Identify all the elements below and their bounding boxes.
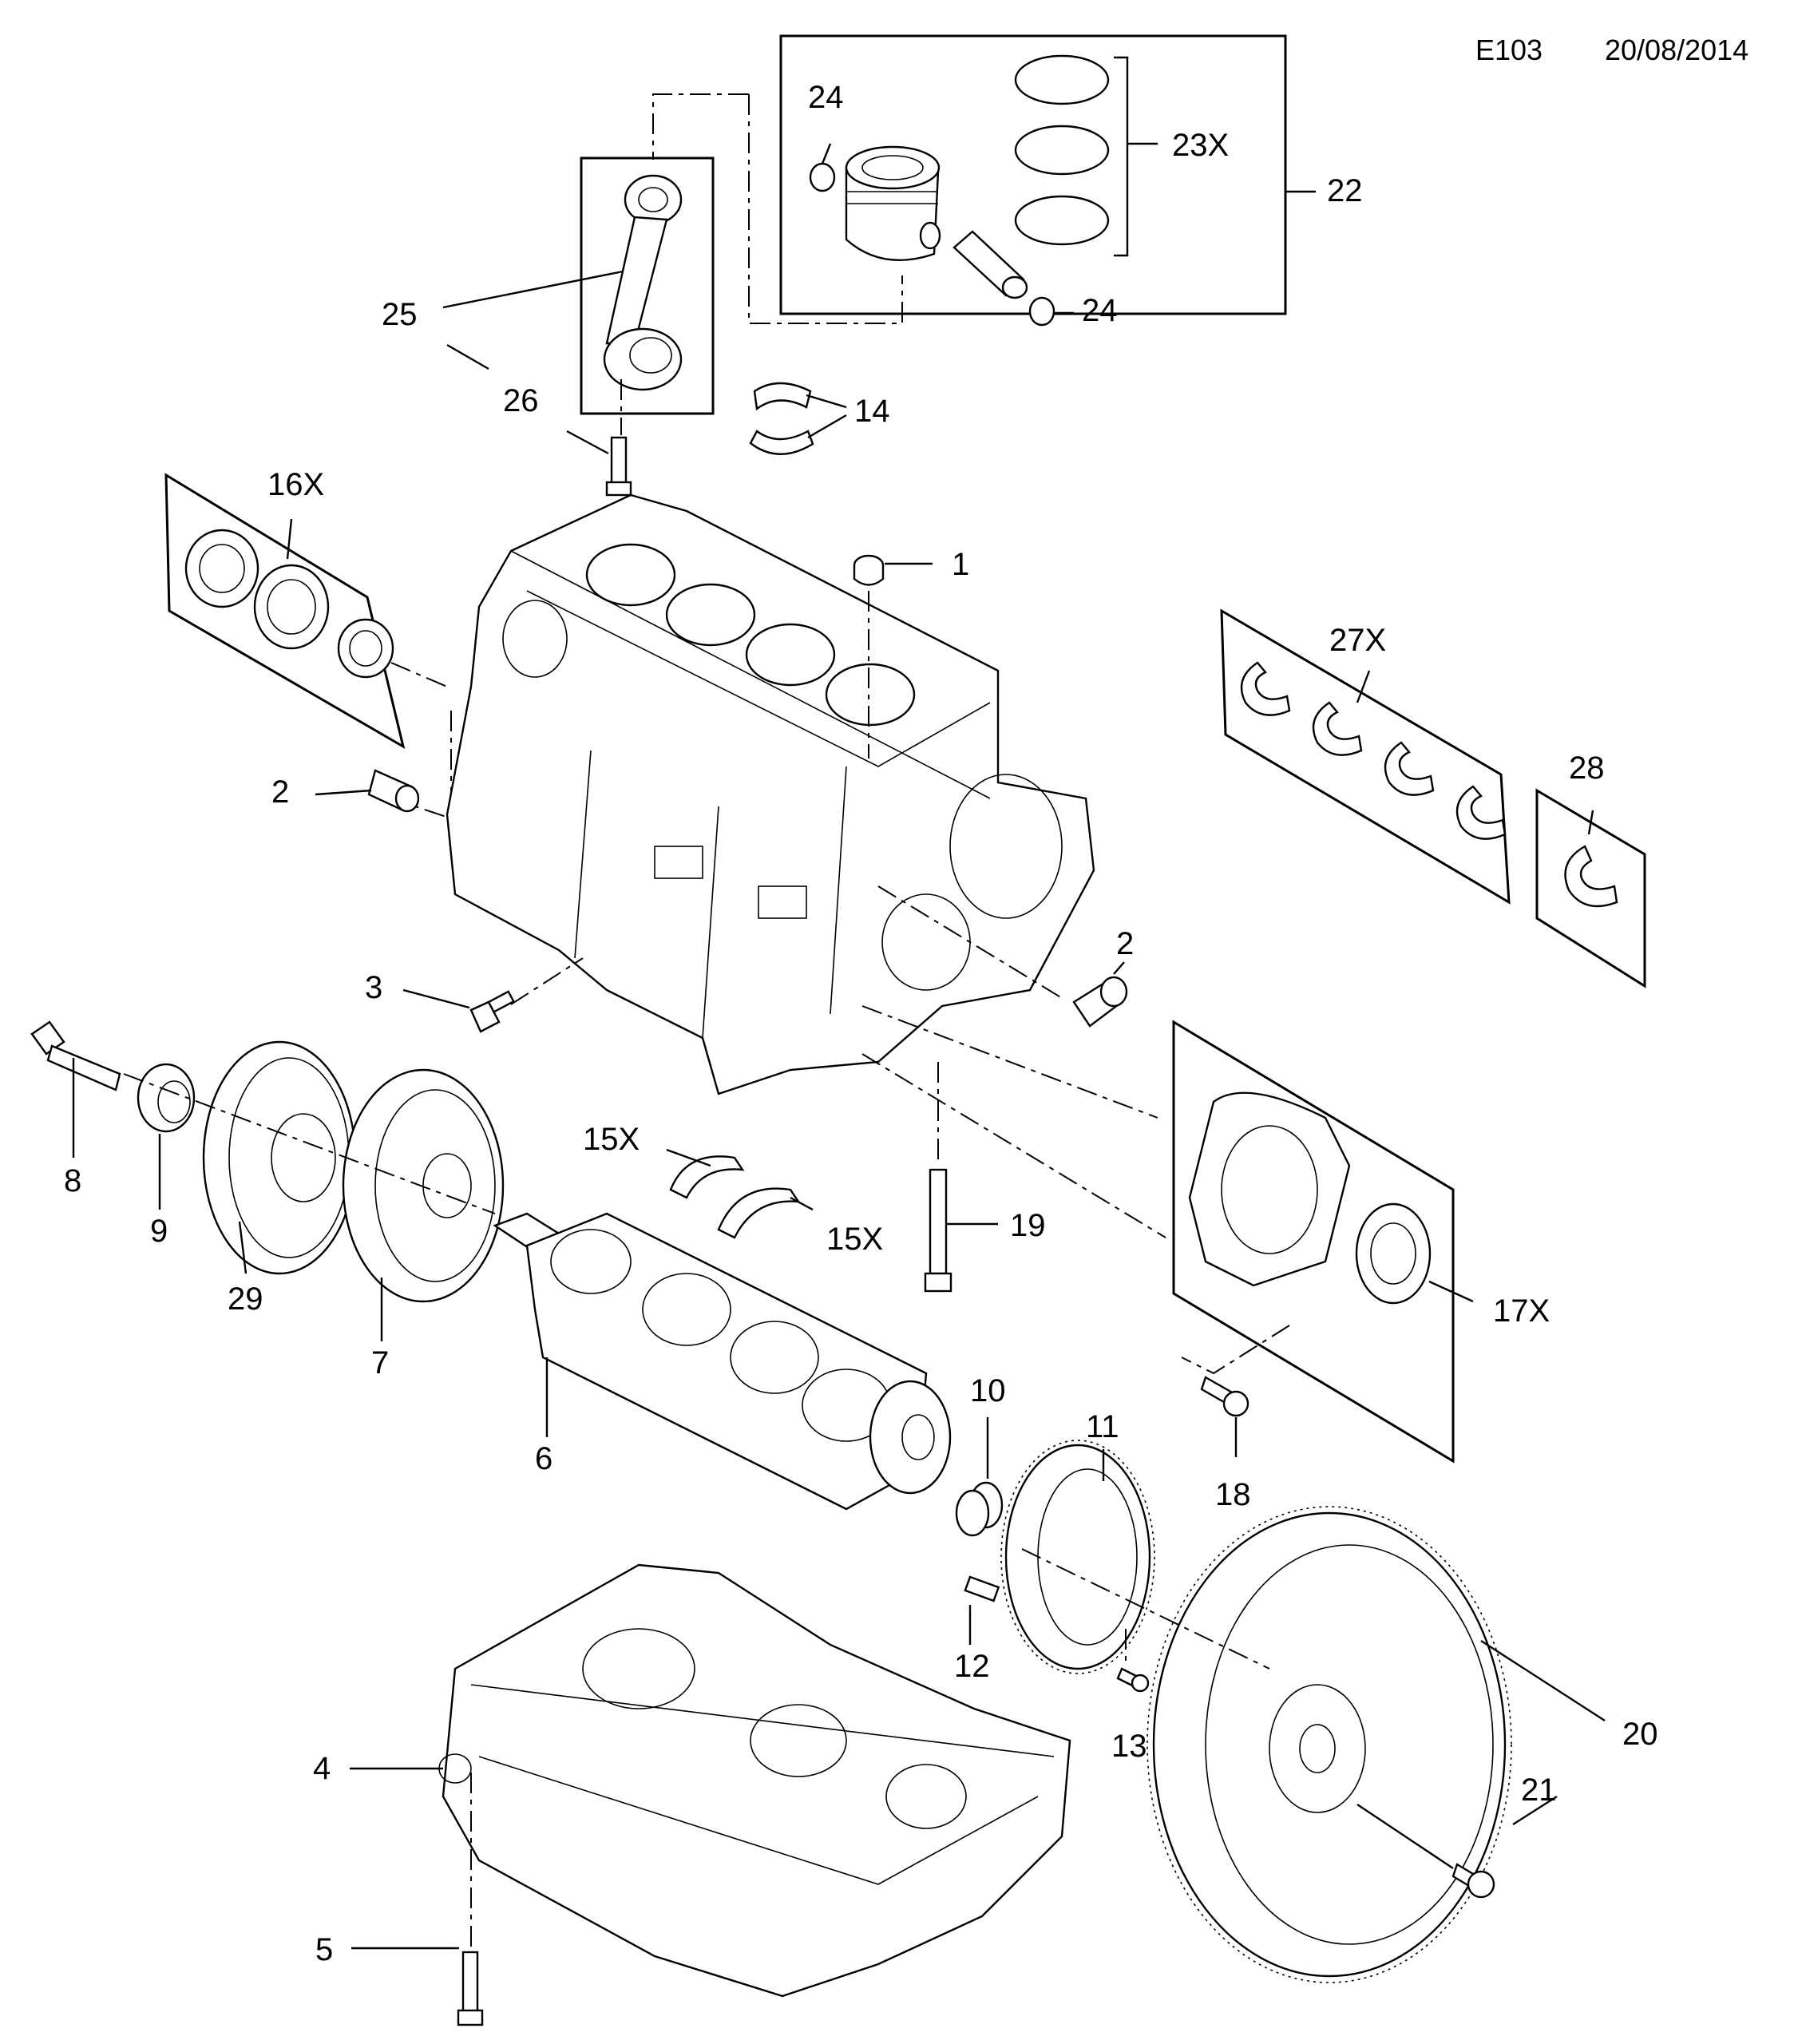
rear-seal-frame — [1172, 1020, 1455, 1464]
reluctor-ring — [1000, 1440, 1155, 1674]
callout-9: 9 — [150, 1214, 168, 1249]
diagram-code: E103 — [1475, 34, 1543, 66]
dowel-right — [1072, 976, 1128, 1028]
conrod-bolt — [605, 436, 632, 497]
cylinder-block — [446, 493, 1095, 1095]
callout-12: 12 — [954, 1649, 990, 1684]
circlip-upper — [809, 162, 836, 192]
circlip-lower — [1028, 296, 1055, 327]
callout-16x: 16X — [267, 467, 324, 502]
callout-21: 21 — [1521, 1773, 1557, 1808]
main-bearing-bolt — [924, 1168, 952, 1293]
piston-ring-3 — [1014, 195, 1110, 246]
thrust-bearing-group — [1535, 788, 1646, 988]
sump-bolt — [457, 1951, 484, 2026]
vibration-damper — [342, 1068, 505, 1303]
block-plug-bolt — [469, 990, 515, 1033]
flywheel-dowel — [964, 1575, 1000, 1602]
callout-2-left: 2 — [271, 774, 289, 810]
piston — [845, 145, 941, 261]
callout-1: 1 — [952, 547, 969, 582]
callout-15x-upper: 15X — [583, 1122, 640, 1157]
callout-3: 3 — [365, 970, 382, 1005]
callout-8: 8 — [64, 1163, 81, 1198]
dowel-left — [367, 769, 420, 813]
callout-24-upper: 24 — [808, 80, 844, 115]
callout-labels: 1 2 2 3 4 5 6 7 8 9 10 11 12 13 14 15X 1… — [64, 80, 1658, 1967]
callout-22: 22 — [1327, 173, 1363, 208]
front-seal-frame — [164, 473, 406, 750]
rear-seal-housing — [1188, 1091, 1351, 1287]
front-oil-pump-ring — [184, 529, 259, 608]
callout-14: 14 — [854, 394, 890, 429]
callout-18: 18 — [1215, 1477, 1251, 1512]
piston-ring-1 — [1014, 54, 1110, 105]
thrust-washers — [666, 1148, 814, 1239]
callout-4: 4 — [313, 1751, 331, 1786]
callout-24-lower: 24 — [1082, 293, 1118, 328]
front-oil-seal — [253, 564, 330, 650]
diagram-date: 20/08/2014 — [1605, 34, 1748, 66]
callout-2-right: 2 — [1116, 926, 1134, 961]
piston-ring-2 — [1014, 125, 1110, 176]
callout-5: 5 — [315, 1932, 333, 1967]
callout-28: 28 — [1569, 751, 1605, 786]
main-bearing-group — [1220, 608, 1511, 905]
connecting-rod-group — [442, 156, 715, 497]
callout-10: 10 — [970, 1373, 1006, 1408]
callout-7: 7 — [371, 1345, 389, 1380]
pilot-bearing — [955, 1481, 1004, 1537]
callout-25: 25 — [382, 297, 418, 332]
connecting-rod-frame — [580, 156, 715, 415]
callout-11: 11 — [1086, 1409, 1119, 1444]
connecting-rod — [603, 174, 683, 391]
callout-19: 19 — [1010, 1208, 1046, 1243]
reluctor-bolt — [1116, 1667, 1150, 1693]
pulley-bolt — [30, 1020, 121, 1091]
callout-13: 13 — [1111, 1729, 1147, 1764]
callout-23x: 23X — [1172, 128, 1229, 163]
crankshaft-pulley — [202, 1040, 357, 1275]
rear-oil-seal — [1355, 1202, 1432, 1305]
core-plug — [853, 554, 885, 586]
flywheel-bolt — [1451, 1863, 1495, 1899]
flywheel — [1147, 1506, 1512, 1983]
conrod-bearing-shells — [749, 382, 847, 455]
thrust-bearing-frame — [1535, 788, 1646, 988]
pulley-washer — [137, 1063, 196, 1133]
callout-29: 29 — [228, 1281, 263, 1317]
callout-15x-lower: 15X — [826, 1222, 883, 1257]
main-bearing-frame — [1220, 608, 1511, 905]
rear-housing-bolt — [1200, 1376, 1249, 1417]
callout-27x: 27X — [1329, 623, 1386, 658]
front-seal-sleeve — [337, 618, 394, 679]
front-seal-group — [164, 473, 452, 820]
callout-17x: 17X — [1493, 1293, 1550, 1329]
oil-sump — [438, 1563, 1071, 1998]
crankshaft — [493, 1212, 952, 1511]
callout-26: 26 — [503, 383, 539, 418]
piston-kit-group — [652, 34, 1316, 327]
callout-6: 6 — [535, 1441, 552, 1476]
rear-seal-group — [861, 1005, 1474, 1464]
callout-20: 20 — [1622, 1717, 1658, 1752]
